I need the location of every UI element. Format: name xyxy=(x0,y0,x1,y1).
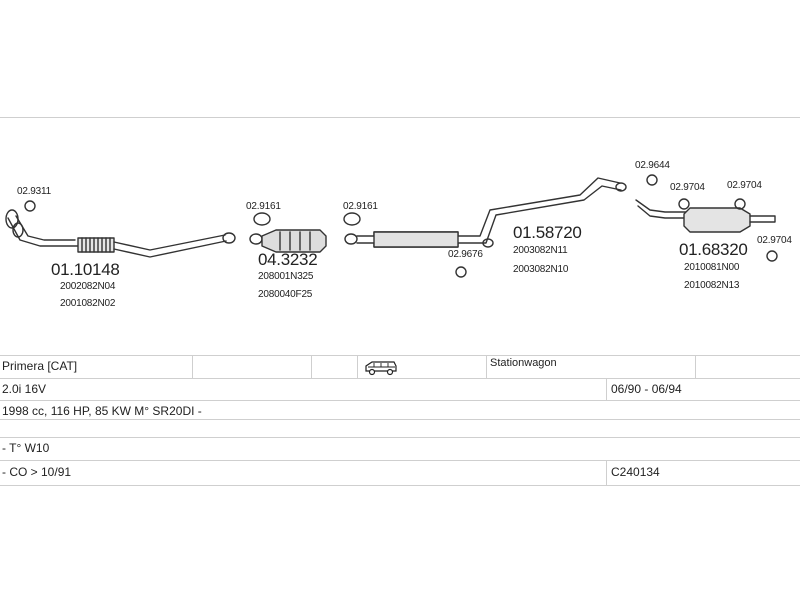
table-rule-6 xyxy=(0,460,800,461)
note-type: - T° W10 xyxy=(2,441,50,455)
part-number-hanger-r1: 02.9704 xyxy=(670,182,705,193)
oem-code-middle-pipe-2: 2003082N10 xyxy=(513,264,569,275)
oem-code-front-pipe-2: 2001082N02 xyxy=(60,298,116,309)
hanger-part-mid xyxy=(455,266,467,278)
body-type: Stationwagon xyxy=(490,357,557,369)
part-number-gasket-3: 02.9161 xyxy=(343,201,378,212)
part-number-hanger-mid: 02.9676 xyxy=(448,249,483,260)
table-rule-4 xyxy=(0,419,800,420)
table-divider-3 xyxy=(357,355,358,378)
note-co: - CO > 10/91 xyxy=(2,465,72,479)
part-number-ring-1: 02.9311 xyxy=(17,186,52,197)
table-divider-2 xyxy=(311,355,312,378)
hanger-part-r2 xyxy=(734,198,746,210)
hanger-part-r3 xyxy=(766,250,778,262)
part-number-ring-rear: 02.9644 xyxy=(635,160,670,171)
part-number-middle-pipe: 01.58720 xyxy=(513,223,582,242)
oem-code-catalyst-2: 2080040F25 xyxy=(258,289,313,300)
oem-code-catalyst-1: 208001N325 xyxy=(258,271,314,282)
oem-code-rear-silencer-1: 2010081N00 xyxy=(684,262,740,273)
table-divider-5 xyxy=(695,355,696,378)
front-pipe-part xyxy=(5,209,236,258)
catalog-code: C240134 xyxy=(611,465,660,479)
gasket-part-3 xyxy=(343,212,361,226)
table-rule-1 xyxy=(0,355,800,356)
table-rule-5 xyxy=(0,437,800,438)
table-divider-6 xyxy=(606,378,607,400)
part-number-front-pipe: 01.10148 xyxy=(51,260,120,279)
oem-code-front-pipe-1: 2002082N04 xyxy=(60,281,116,292)
part-number-gasket-2: 02.9161 xyxy=(246,201,281,212)
part-number-rear-silencer: 01.68320 xyxy=(679,240,748,259)
hanger-part-r1 xyxy=(678,198,690,210)
model-name: Primera [CAT] xyxy=(2,359,78,373)
engine-specs: 1998 cc, 116 HP, 85 KW M° SR20DI - xyxy=(2,404,202,418)
oem-code-rear-silencer-2: 2010082N13 xyxy=(684,280,740,291)
catalyst-part xyxy=(249,229,327,253)
production-years: 06/90 - 06/94 xyxy=(611,382,682,396)
part-number-catalyst: 04.3232 xyxy=(258,250,318,269)
top-rule xyxy=(0,117,800,118)
ring-part-1 xyxy=(24,200,36,212)
engine: 2.0i 16V xyxy=(2,382,47,396)
part-number-hanger-r3: 02.9704 xyxy=(757,235,792,246)
oem-code-middle-pipe-1: 2003082N11 xyxy=(513,245,568,256)
rear-silencer-part xyxy=(635,174,776,233)
table-rule-3 xyxy=(0,400,800,401)
station-wagon-icon xyxy=(365,361,397,376)
table-divider-1 xyxy=(192,355,193,378)
table-rule-2 xyxy=(0,378,800,379)
gasket-part-2 xyxy=(253,212,271,226)
table-divider-4 xyxy=(486,355,487,378)
table-rule-7 xyxy=(0,485,800,486)
part-number-hanger-r2: 02.9704 xyxy=(727,180,762,191)
middle-pipe-part xyxy=(344,177,627,248)
table-divider-7 xyxy=(606,460,607,485)
